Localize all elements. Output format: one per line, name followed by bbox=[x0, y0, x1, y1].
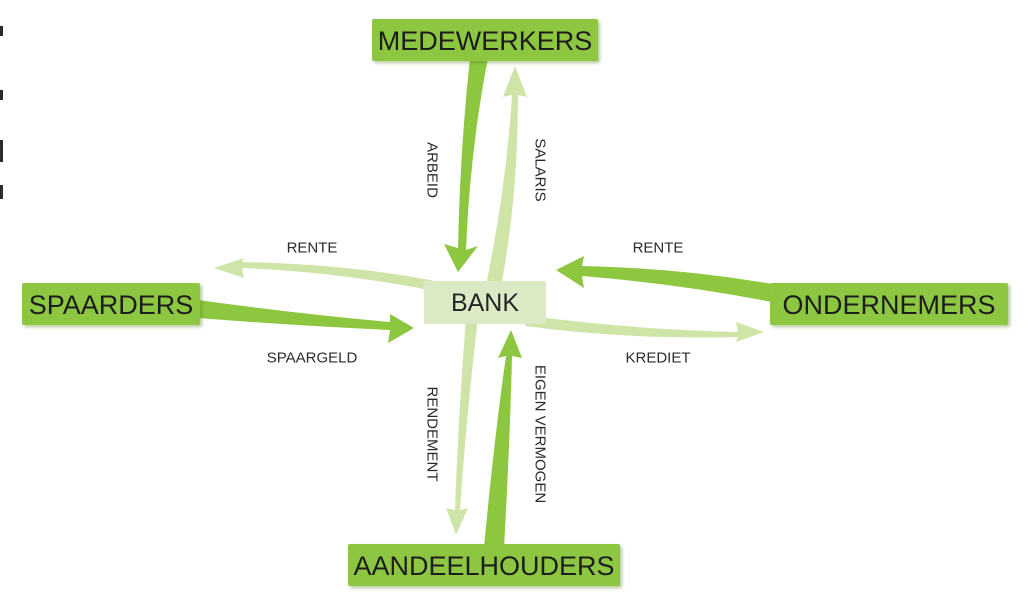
arrow-krediet bbox=[525, 316, 764, 342]
node-ondernemers-box bbox=[770, 283, 1008, 325]
margin-mark-1 bbox=[0, 26, 3, 36]
label-rente-right: RENTE bbox=[633, 240, 684, 257]
bank-box bbox=[424, 281, 546, 324]
node-spaarders-label: SPAARDERS bbox=[29, 290, 194, 320]
label-salaris: SALARIS bbox=[532, 138, 549, 201]
arrow-salaris bbox=[485, 66, 527, 292]
node-medewerkers-box bbox=[372, 19, 598, 61]
label-spaargeld: SPAARGELD bbox=[267, 350, 358, 367]
margin-mark-2 bbox=[0, 90, 3, 100]
node-medewerkers-label: MEDEWERKERS bbox=[378, 26, 593, 56]
node-spaarders-box bbox=[22, 283, 200, 325]
arrow-spaargeld bbox=[198, 300, 414, 343]
margin-mark-4 bbox=[0, 185, 3, 199]
label-krediet: KREDIET bbox=[625, 350, 690, 367]
margin-mark-3 bbox=[0, 140, 3, 162]
arrow-rente-right bbox=[556, 256, 772, 302]
label-rendement: RENDEMENT bbox=[424, 386, 441, 481]
node-aandeelhouders-box bbox=[348, 544, 620, 586]
arrow-arbeid bbox=[444, 58, 488, 272]
node-ondernemers-label: ONDERNEMERS bbox=[782, 290, 995, 320]
arrow-rente-left bbox=[214, 258, 440, 292]
arrow-rendement bbox=[446, 318, 478, 535]
bank-label: BANK bbox=[451, 289, 519, 317]
label-rente-left: RENTE bbox=[287, 240, 338, 257]
label-eigen-vermogen: EIGEN VERMOGEN bbox=[532, 365, 549, 503]
node-aandeelhouders-label: AANDEELHOUDERS bbox=[353, 551, 614, 581]
label-arbeid: ARBEID bbox=[424, 142, 441, 198]
arrow-eigen-vermogen bbox=[484, 330, 522, 548]
